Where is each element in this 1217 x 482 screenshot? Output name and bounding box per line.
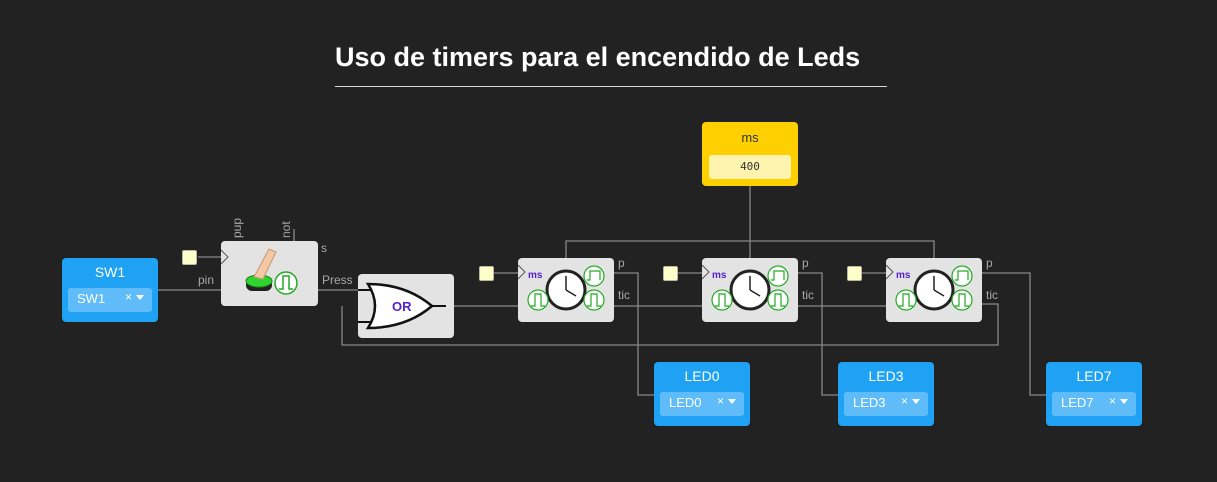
output-block-title: LED7 (1076, 368, 1112, 384)
constant-value-input[interactable]: 400 (709, 155, 791, 179)
constant-block-ms[interactable]: ms 400 (702, 122, 798, 186)
clear-icon[interactable]: × (124, 290, 132, 304)
port-press-label: Press (322, 273, 353, 287)
pin-select-value: LED3 (853, 395, 886, 410)
output-block-led0[interactable]: LED0 LED0 × (654, 362, 750, 426)
chevron-down-icon[interactable] (912, 399, 920, 404)
output-block-title: LED3 (868, 368, 904, 384)
chevron-down-icon[interactable] (728, 399, 736, 404)
output-block-led3[interactable]: LED3 LED3 × (838, 362, 934, 426)
clear-icon[interactable]: × (900, 394, 908, 408)
pin-select[interactable]: LED3 × (844, 392, 928, 416)
chevron-down-icon[interactable] (1120, 399, 1128, 404)
timer-component[interactable]: ms (701, 258, 798, 322)
port-s-label: s (321, 241, 327, 255)
port-not-label: not (279, 221, 293, 238)
timer-ms-label: ms (528, 270, 543, 281)
timer-ms-label: ms (896, 270, 911, 281)
timer1-p-label: p (618, 256, 625, 270)
timer-icon: ms (517, 264, 605, 311)
output-block-title: LED0 (684, 368, 720, 384)
timer2-tic-label: tic (802, 288, 814, 302)
chevron-down-icon[interactable] (136, 295, 144, 300)
timer-icon: ms (701, 264, 789, 311)
wire-or-loop (341, 303, 999, 346)
timer3-clock-input[interactable] (847, 266, 862, 281)
output-block-led7[interactable]: LED7 LED7 × (1046, 362, 1142, 426)
pin-select[interactable]: LED7 × (1052, 392, 1136, 416)
clear-icon[interactable]: × (716, 394, 724, 408)
timer2-clock-input[interactable] (663, 266, 678, 281)
pin-select-value: LED7 (1061, 395, 1094, 410)
pin-select-value: SW1 (77, 291, 106, 306)
constant-title: ms (741, 130, 759, 145)
port-pin-label: pin (198, 273, 215, 287)
wire-ms-bus (565, 240, 935, 258)
or-gate-label: OR (392, 299, 412, 314)
port-pup-label: pup (230, 217, 244, 238)
timer3-tic-label: tic (986, 288, 998, 302)
or-gate-icon: OR (358, 282, 446, 330)
button-clock-input[interactable] (182, 250, 197, 265)
wire-t3-led7 (982, 272, 1046, 396)
pin-select-value: LED0 (669, 395, 702, 410)
timer1-clock-input[interactable] (479, 266, 494, 281)
page-title: Uso de timers para el encendido de Leds (335, 42, 861, 72)
push-button-icon (220, 248, 298, 295)
or-gate-component[interactable]: OR (358, 274, 454, 338)
timer-icon: ms (885, 264, 973, 311)
timer-component[interactable]: ms (885, 258, 982, 322)
input-block-title: SW1 (94, 264, 126, 280)
clear-icon[interactable]: × (1108, 394, 1116, 408)
timer-ms-label: ms (712, 270, 727, 281)
timer1-tic-label: tic (618, 288, 630, 302)
input-block-sw1[interactable]: SW1 SW1 × (62, 258, 158, 322)
pin-select[interactable]: SW1 × (68, 288, 152, 312)
timer2-p-label: p (802, 256, 809, 270)
title-underline (335, 86, 887, 87)
button-component[interactable] (220, 241, 318, 306)
timer3-p-label: p (986, 256, 993, 270)
timer-component[interactable]: ms (517, 258, 614, 322)
pin-select[interactable]: LED0 × (660, 392, 744, 416)
wire-t1-led0 (614, 272, 654, 396)
wire-t2-led3 (798, 272, 838, 396)
